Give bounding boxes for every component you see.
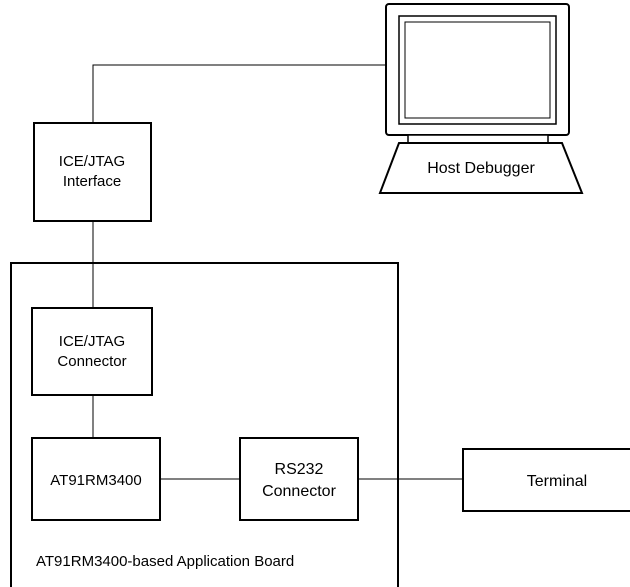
terminal-block: Terminal [462,448,630,512]
ice-jtag-interface-line2: Interface [63,173,121,190]
application-board-outline [10,262,399,587]
processor-block: AT91RM3400 [31,437,161,521]
ice-jtag-connector-line1: ICE/JTAG [59,333,125,350]
monitor-stand [407,134,549,144]
ice-jtag-interface-block: ICE/JTAG Interface [33,122,152,222]
connections [92,64,463,480]
application-board-label: AT91RM3400-based Application Board [36,553,294,570]
terminal-outline [462,448,630,512]
processor-label: AT91RM3400 [50,472,141,489]
terminal-label: Terminal [527,473,587,490]
application-board: AT91RM3400-based Application Board [10,262,399,587]
ice-jtag-connector-block: ICE/JTAG Connector [31,307,153,396]
monitor-screen-inner [404,21,551,119]
wire-host-to-interface [92,64,386,123]
host-computer-icon: Host Debugger [378,3,584,194]
rs232-connector-block: RS232 Connector [239,437,359,521]
rs232-connector-box [239,437,359,521]
computer-base [378,142,584,194]
ice-jtag-interface-line1: ICE/JTAG [59,153,125,170]
ice-jtag-connector-line2: Connector [57,353,126,370]
rs232-connector-line2: Connector [262,483,336,500]
ice-jtag-connector-box [31,307,153,396]
processor-box [31,437,161,521]
host-debugger-label: Host Debugger [427,160,535,177]
ice-jtag-interface-box [33,122,152,222]
rs232-connector-line1: RS232 [275,461,324,478]
